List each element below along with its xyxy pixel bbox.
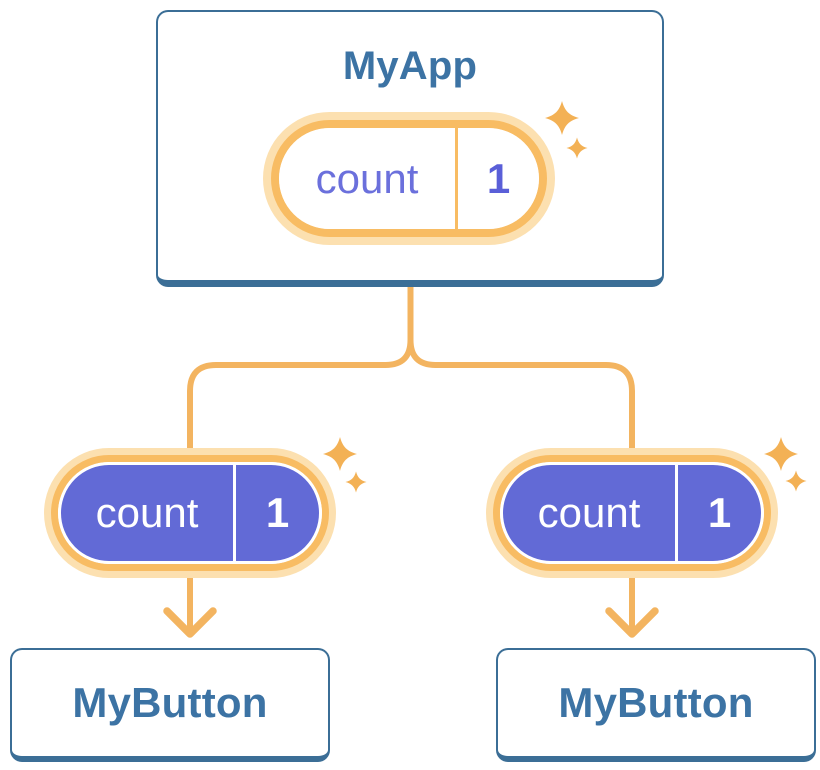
pill-divider (675, 465, 678, 561)
state-label: count (537, 489, 641, 536)
pill-divider (455, 128, 458, 229)
pill-ring: count 1 (271, 120, 547, 237)
state-pill-root: count 1 (263, 112, 555, 245)
pill-body: count 1 (58, 462, 322, 564)
component-title: MyButton (558, 679, 754, 726)
component-card-mybutton-right: MyButton (496, 648, 816, 762)
state-value: 1 (486, 154, 511, 202)
right-branch-connector (407, 283, 635, 635)
pill-divider (233, 465, 236, 561)
pill-ring: count 1 (493, 455, 771, 571)
state-value: 1 (265, 489, 290, 536)
component-title: MyButton (72, 679, 268, 726)
arrow-down-icon (605, 607, 659, 638)
pill-body: count 1 (500, 462, 764, 564)
pill-body: count 1 (279, 128, 539, 229)
state-value: 1 (707, 489, 732, 536)
pill-ring: count 1 (51, 455, 329, 571)
state-label: count (95, 489, 199, 536)
arrow-down-icon (163, 607, 217, 638)
component-card-mybutton-left: MyButton (10, 648, 330, 762)
state-label: count (315, 154, 419, 202)
state-pill-right-child: count 1 (486, 448, 778, 578)
state-pill-left-child: count 1 (44, 448, 336, 578)
component-title: MyApp (342, 44, 478, 88)
